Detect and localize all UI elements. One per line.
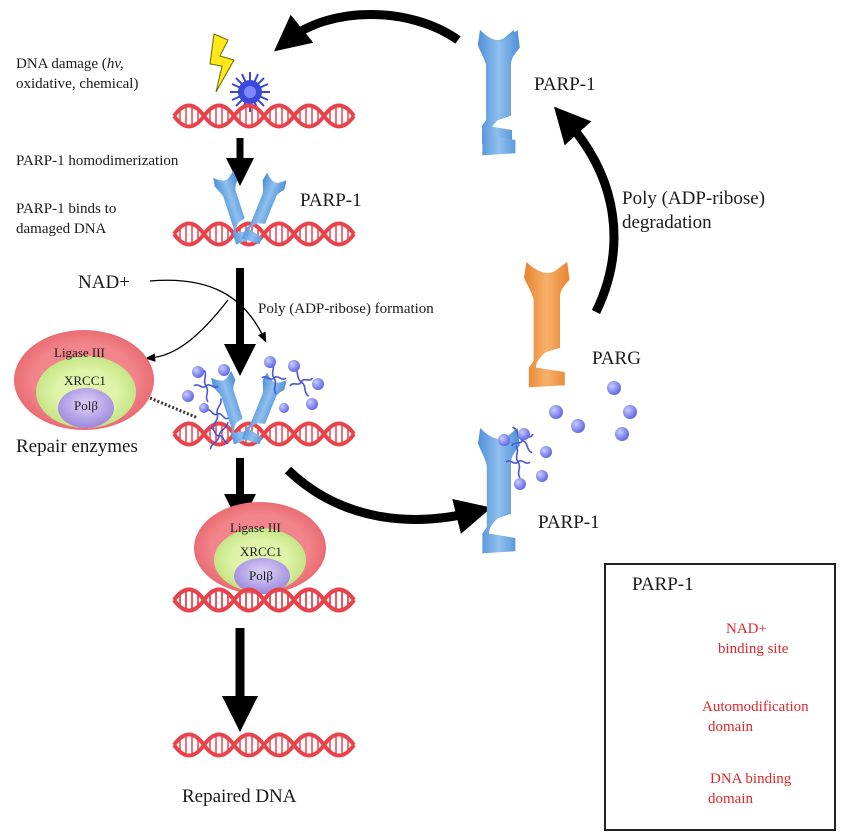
label-poly-formation: Poly (ADP-ribose) formation <box>258 301 434 317</box>
arrow-release <box>284 466 492 534</box>
parp1-modified-icon <box>478 419 552 554</box>
arrow-degradation <box>553 106 619 314</box>
label-binds-line1: PARP-1 binds to <box>16 201 117 217</box>
label-homodimerization: PARP-1 homodimerization <box>16 153 179 169</box>
legend-nad-site-line1: NAD+ <box>726 621 767 637</box>
arrow-recycle-top <box>273 10 461 52</box>
parp1-domain-legend <box>604 563 836 831</box>
dashed-link <box>149 396 199 420</box>
label-pol-left: Polβ <box>74 398 98 413</box>
legend-dna-line2: domain <box>708 791 753 807</box>
label-pol-complex: Polβ <box>249 568 273 583</box>
label-ligase-complex: Ligase III <box>230 520 281 535</box>
legend-nad-site-line2: binding site <box>718 641 789 657</box>
repair-enzyme-complex <box>14 330 154 430</box>
parg-icon <box>524 262 570 388</box>
lightning-bolt-icon <box>209 33 235 93</box>
label-xrcc1-left: XRCC1 <box>64 373 106 388</box>
legend-auto-line1: Automodification <box>702 699 809 715</box>
label-parg: PARG <box>592 348 641 369</box>
label-repair-enzymes: Repair enzymes <box>16 436 138 457</box>
label-degradation-line1: Poly (ADP-ribose) <box>622 188 766 209</box>
label-dna-damage-line2: oxidative, chemical) <box>16 76 139 92</box>
parp1-automodified-icon <box>182 356 324 457</box>
adp-ribose-beads <box>549 381 637 441</box>
label-xrcc1-complex: XRCC1 <box>240 544 282 559</box>
label-parp1-bound: PARP-1 <box>300 190 362 211</box>
dna-helix-repair <box>172 421 356 447</box>
label-nad: NAD+ <box>78 272 130 293</box>
nad-curve-arrow <box>149 279 267 343</box>
legend-auto-line2: domain <box>708 719 753 735</box>
dna-helix-repaired <box>172 732 356 758</box>
label-binds-line2: damaged DNA <box>16 221 107 237</box>
label-parp1-bottom: PARP-1 <box>538 512 600 533</box>
label-repaired-dna: Repaired DNA <box>182 786 297 807</box>
label-parp1-top: PARP-1 <box>534 74 596 95</box>
label-dna-damage: DNA damage (hv, <box>16 56 124 72</box>
label-degradation-line2: degradation <box>622 212 712 233</box>
dna-damage-icon <box>230 72 270 112</box>
legend-title: PARP-1 <box>632 574 694 595</box>
label-ligase-left: Ligase III <box>54 345 105 360</box>
dna-helix-bound <box>172 221 356 247</box>
legend-dna-line1: DNA binding <box>710 771 792 787</box>
enzyme-recruit-arrow <box>144 299 229 362</box>
dna-helix-damaged <box>172 103 356 129</box>
repair-complex-on-dna <box>194 502 326 594</box>
